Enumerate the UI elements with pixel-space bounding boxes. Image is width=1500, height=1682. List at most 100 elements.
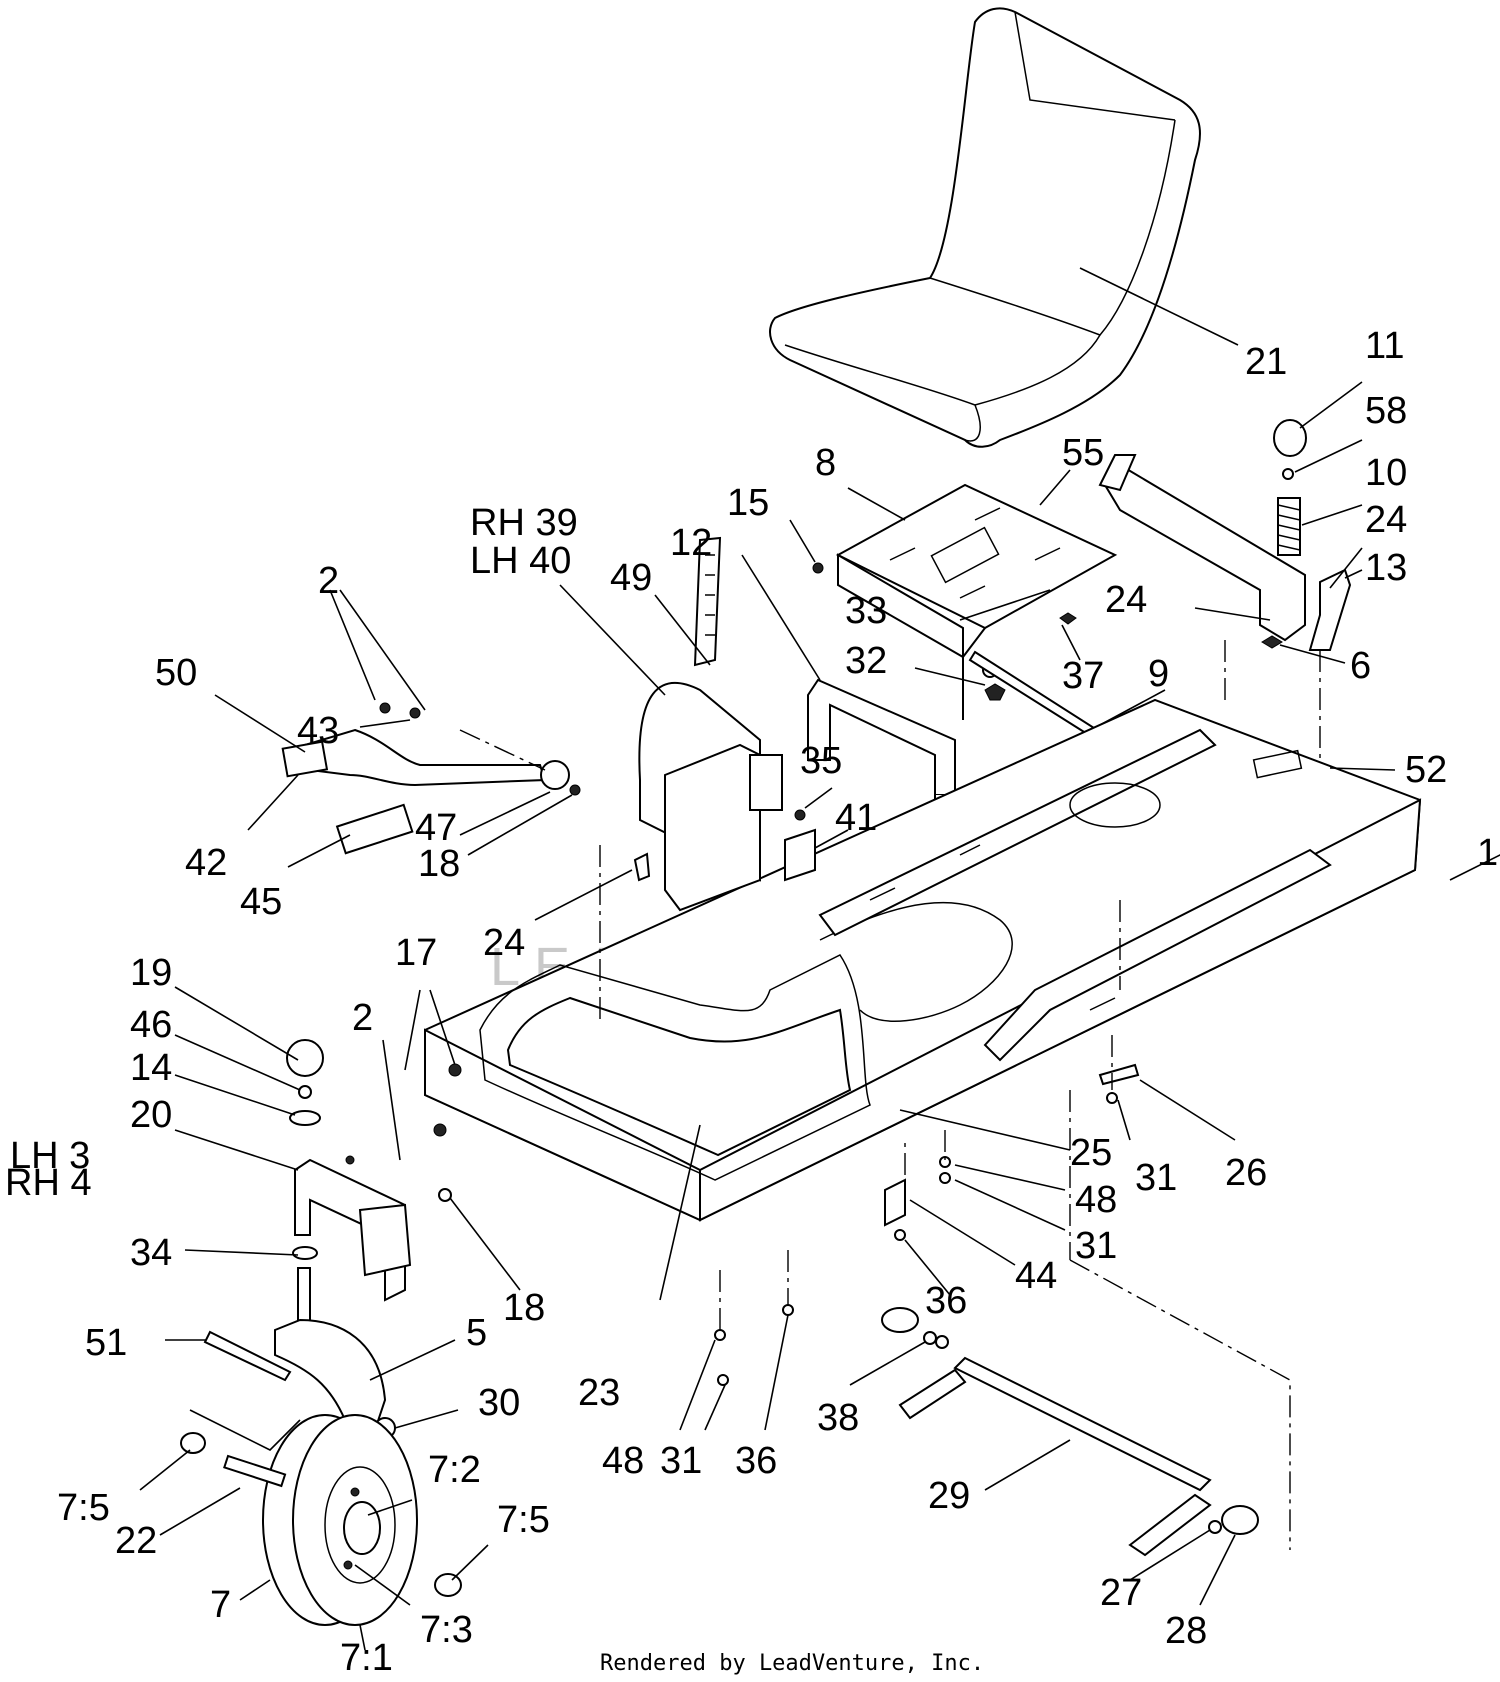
label-21: 21 (1245, 341, 1287, 383)
leader-42 (247, 774, 299, 831)
label-28: 28 (1165, 1610, 1207, 1652)
label-41: 41 (835, 797, 877, 839)
leader-14 (174, 1074, 296, 1116)
label-37: 37 (1062, 655, 1104, 697)
label-18b: 18 (503, 1287, 545, 1329)
label-18a: 18 (418, 843, 460, 885)
label-24b: 24 (1105, 579, 1147, 621)
label-9: 9 (1148, 653, 1169, 695)
leader-33 (959, 589, 1051, 621)
leader-36a (904, 1239, 951, 1296)
label-15: 15 (727, 482, 769, 524)
dash-axle (1069, 1090, 1291, 1550)
leader-17 (404, 989, 456, 1071)
label-7: 7 (210, 1584, 231, 1626)
label-23: 23 (578, 1372, 620, 1414)
leader-1 (1449, 854, 1500, 881)
leader-46 (174, 1034, 301, 1091)
label-lh3: LH 3 (10, 1135, 90, 1177)
leader-19 (174, 986, 299, 1061)
leader-44 (909, 1199, 1016, 1266)
axle-assembly (881, 1307, 1259, 1557)
label-7_5a: 7:5 (57, 1487, 110, 1529)
leader-18b (449, 1197, 521, 1291)
leader-58 (1294, 439, 1363, 473)
leader-48a (954, 1164, 1066, 1191)
leader-31a (1117, 1099, 1131, 1141)
leader-32 (914, 667, 986, 686)
leader-43 (359, 719, 411, 728)
main-frame (424, 698, 1422, 1222)
label-27: 27 (1100, 1572, 1142, 1614)
label-31c: 31 (660, 1440, 702, 1482)
frame-hardware (714, 1063, 1140, 1386)
label-2b: 2 (352, 997, 373, 1039)
leader-30 (394, 1409, 459, 1429)
leader-48b (679, 1339, 716, 1431)
leader-2b (382, 1039, 401, 1161)
leader-29 (984, 1439, 1071, 1491)
label-12: 12 (670, 522, 712, 564)
leader-41 (814, 829, 849, 849)
leader-7-main (239, 1579, 271, 1601)
caster-wheel (180, 1414, 462, 1626)
leader-38 (849, 1341, 926, 1386)
label-2a: 2 (318, 560, 339, 602)
leader-50 (214, 694, 306, 753)
dash-hardware (719, 1035, 1113, 1330)
nut-18b (438, 1188, 452, 1202)
pin-24c (633, 852, 651, 882)
leader-15 (789, 519, 816, 563)
leader-52 (1329, 767, 1396, 771)
leader-28 (1199, 1534, 1236, 1606)
label-31b: 31 (1075, 1225, 1117, 1267)
label-7_1: 7:1 (340, 1637, 393, 1679)
pedal-assembly (281, 728, 581, 855)
label-55: 55 (1062, 432, 1104, 474)
nut-43b (409, 707, 421, 719)
label-46: 46 (130, 1004, 172, 1046)
label-lh40: LH 40 (470, 540, 571, 582)
bracket-41 (784, 828, 816, 882)
label-13: 13 (1365, 547, 1407, 589)
leader-24b (1194, 607, 1271, 621)
leader-12 (741, 554, 821, 681)
leader-55 (1039, 469, 1071, 506)
label-8: 8 (815, 442, 836, 484)
label-29: 29 (928, 1475, 970, 1517)
leader-36b (764, 1314, 789, 1431)
bolt-51 (203, 1330, 292, 1382)
leader-6 (1279, 644, 1346, 664)
leader-7_5b (451, 1544, 489, 1581)
nut-37 (1059, 612, 1077, 625)
label-17: 17 (395, 932, 437, 974)
leader-13 (1344, 569, 1363, 579)
label-32: 32 (845, 640, 887, 682)
leader-7_5a (139, 1449, 191, 1491)
leader-21 (1079, 267, 1239, 346)
nut-43a (379, 702, 391, 714)
leader-rh39 (559, 584, 666, 696)
control-plate (638, 536, 783, 912)
leader-18a (467, 794, 573, 856)
leader-34 (184, 1249, 299, 1256)
leader-49 (654, 594, 711, 666)
leader-5 (369, 1339, 456, 1381)
seat-part (769, 7, 1201, 448)
label-22: 22 (115, 1520, 157, 1562)
leader-7 (189, 1409, 301, 1451)
leader-24c (534, 869, 633, 921)
label-35: 35 (800, 740, 842, 782)
screw-35 (794, 809, 806, 821)
leader-47 (459, 791, 551, 836)
label-47: 47 (415, 807, 457, 849)
label-49: 49 (610, 557, 652, 599)
label-51: 51 (85, 1322, 127, 1364)
leader-26 (1139, 1079, 1236, 1141)
label-58: 58 (1365, 390, 1407, 432)
label-42: 42 (185, 842, 227, 884)
caster-mount (274, 1039, 412, 1439)
leader-25 (899, 1109, 1071, 1151)
leader-10 (1301, 504, 1363, 526)
